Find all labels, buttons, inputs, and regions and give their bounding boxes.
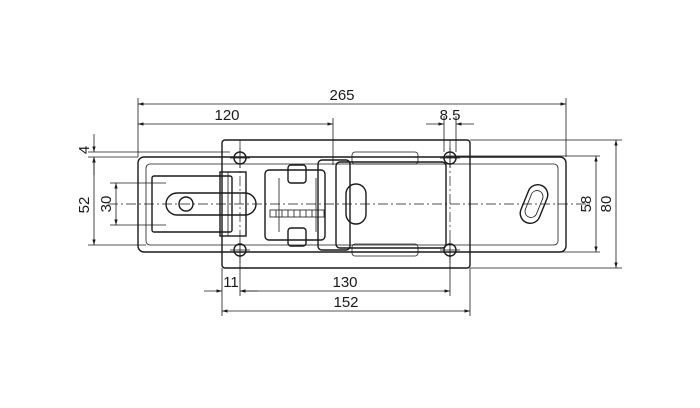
dim-top-gap-label: 4 <box>76 146 93 154</box>
dim-overall-length-label: 265 <box>329 87 354 104</box>
dim-hole-spacing-label: 130 <box>332 274 357 291</box>
spring-coil <box>269 209 325 218</box>
slot-right <box>519 184 549 224</box>
dim-plate-height: 58 <box>578 156 598 252</box>
dim-inner-height: 52 <box>76 157 96 245</box>
dim-hole-spacing: 130 <box>240 274 450 293</box>
outer-bar <box>137 156 567 253</box>
dim-hinge-offset-label: 120 <box>214 107 239 124</box>
dim-hinge-offset: 120 <box>138 107 333 126</box>
dim-hole-diameter: 8.5 <box>426 107 474 152</box>
dim-overall-height: 80 <box>598 140 618 268</box>
hinge-knuckle-top <box>287 164 307 184</box>
lever-handle <box>335 161 447 249</box>
dim-left-margin-label: 11 <box>223 274 239 291</box>
latch-body <box>108 139 590 269</box>
spring-coil-turns <box>275 210 319 217</box>
lever-handle-lip <box>351 151 419 165</box>
dim-hole-diameter-label: 8.5 <box>440 107 461 124</box>
outer-bar-inner <box>145 163 559 246</box>
dim-left-margin: 11 <box>204 274 258 293</box>
dim-slot-height: 30 <box>98 183 118 225</box>
lever-frame <box>317 159 351 251</box>
hinge-housing <box>264 169 326 241</box>
dim-plate-width: 152 <box>222 294 470 313</box>
dim-overall-height-label: 80 <box>598 196 615 213</box>
dim-inner-height-label: 52 <box>76 197 93 214</box>
slot-right-inner <box>524 190 544 218</box>
hinge-knuckle-bottom <box>287 227 307 247</box>
dim-plate-height-label: 58 <box>578 196 595 213</box>
dim-overall-length: 265 <box>138 87 566 106</box>
dim-top-gap: 4 <box>76 134 96 175</box>
lever-handle-lip-bottom <box>351 243 419 257</box>
dim-slot-height-label: 30 <box>98 196 115 213</box>
dim-plate-width-label: 152 <box>333 294 358 311</box>
clamp-block-inner <box>227 171 247 237</box>
